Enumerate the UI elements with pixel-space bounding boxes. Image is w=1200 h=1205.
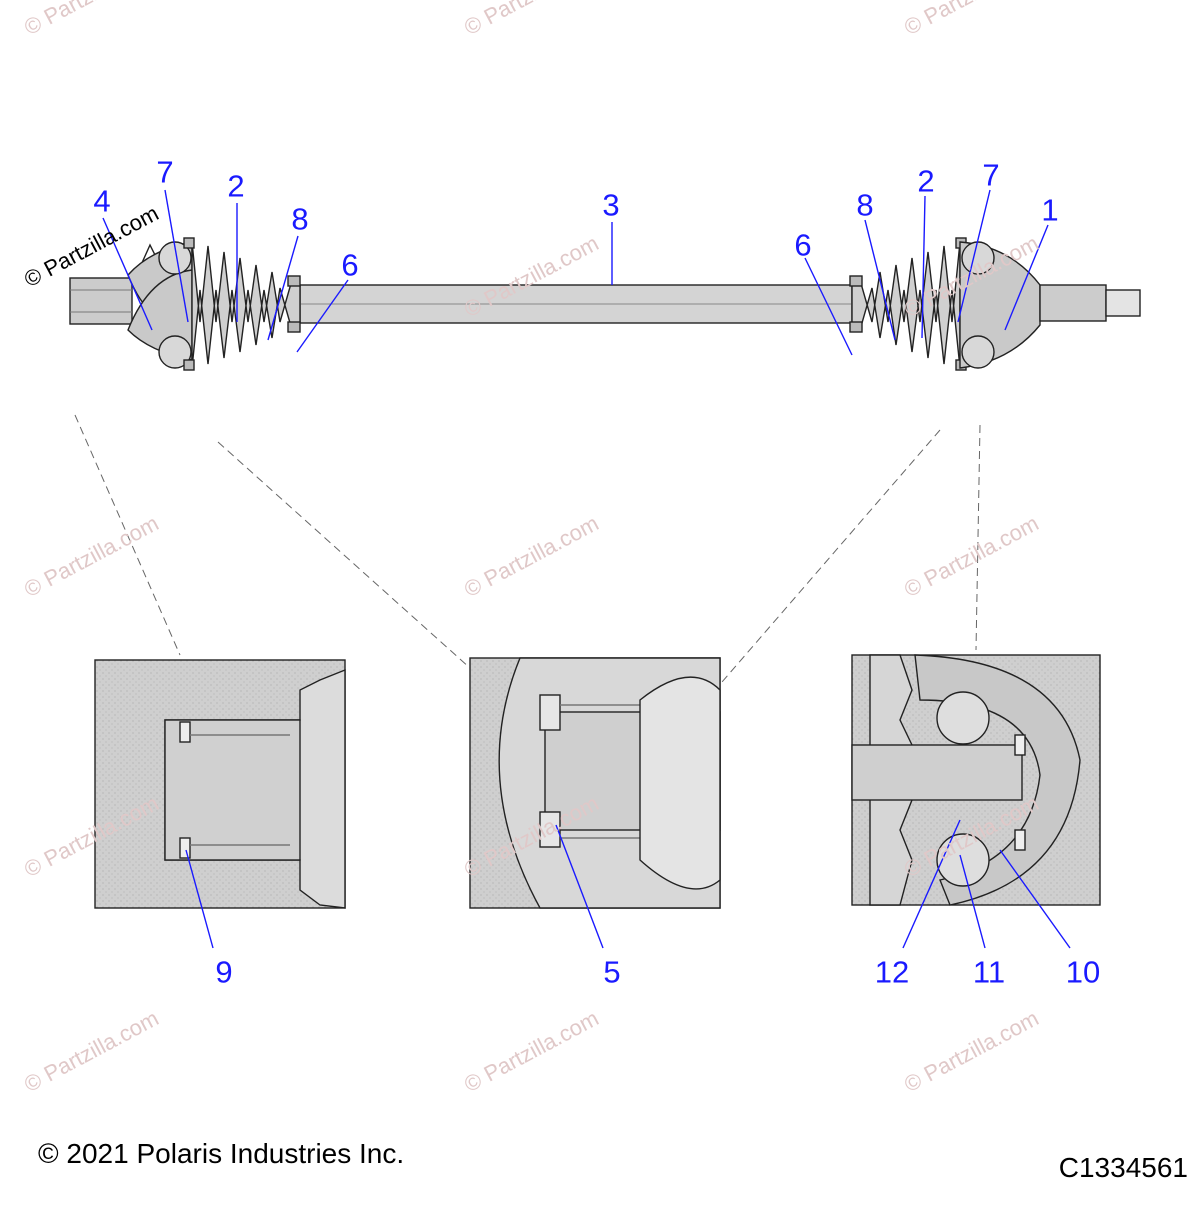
callout-12: 12 [874, 954, 910, 990]
callout-1: 1 [1041, 192, 1059, 228]
copyright-notice: © 2021 Polaris Industries Inc. [38, 1138, 405, 1169]
detail-view-center [469, 657, 721, 909]
callout-3: 3 [602, 187, 620, 223]
callout-9: 9 [215, 954, 233, 990]
callout-8-right: 8 [856, 187, 874, 223]
callout-4: 4 [93, 183, 111, 219]
right-stub-shaft [1039, 284, 1107, 322]
callout-6-left: 6 [341, 247, 359, 283]
callout-7-right: 7 [982, 157, 1000, 193]
callout-7-left: 7 [156, 154, 174, 190]
callout-11: 11 [972, 954, 1006, 990]
left-boot [191, 241, 301, 369]
callout-10: 10 [1065, 954, 1101, 990]
diagram-id: C1334561 [1058, 1152, 1188, 1183]
left-stub-shaft [69, 277, 133, 325]
callout-leaders [102, 189, 1049, 356]
callout-5: 5 [603, 954, 621, 990]
axle-assembly [69, 237, 1141, 371]
detail-leaders [74, 414, 981, 683]
detail-view-left [94, 659, 346, 909]
callout-2-right: 2 [917, 163, 935, 199]
callout-6-right: 6 [794, 227, 812, 263]
detail-callout-leaders [185, 819, 1071, 949]
callout-8-left: 8 [291, 201, 309, 237]
callout-2-left: 2 [227, 168, 245, 204]
detail-view-right [851, 654, 1101, 906]
